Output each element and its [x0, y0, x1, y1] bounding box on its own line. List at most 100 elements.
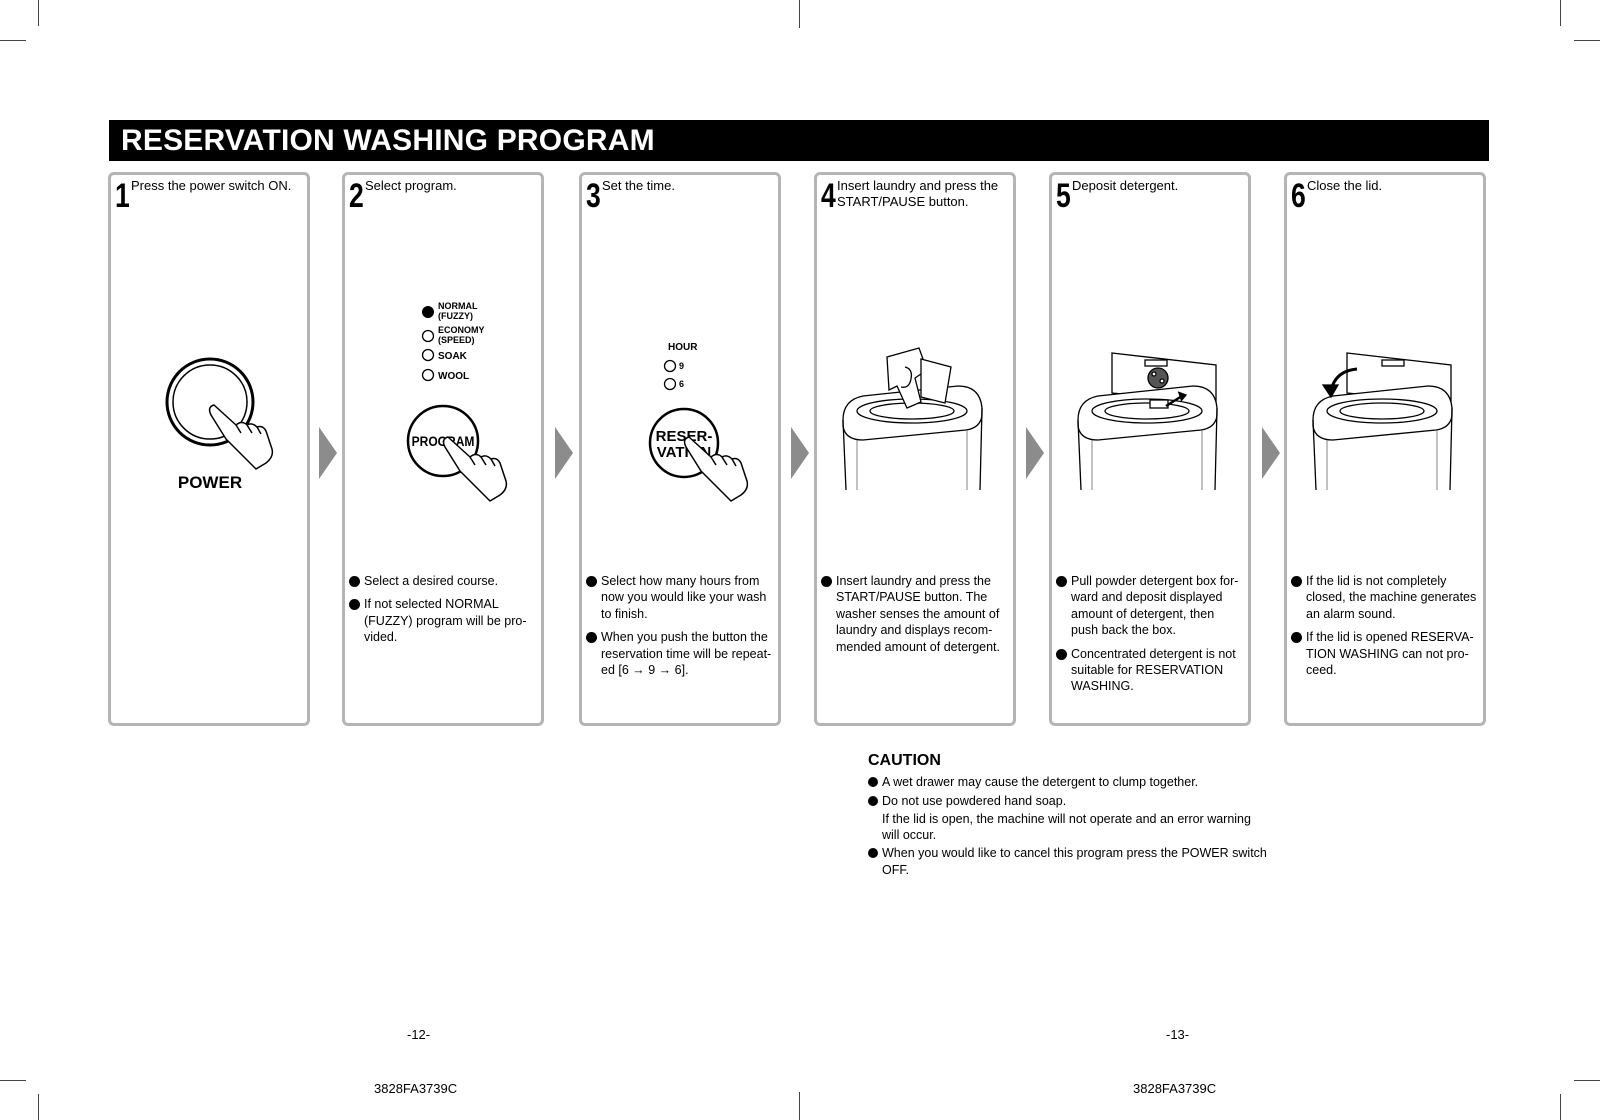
bullet-item: Pull powder detergent box for-ward and d…	[1056, 573, 1242, 639]
hour-6-label: 6	[679, 379, 684, 389]
bullet-text: If not selected NORMAL (FUZZY) program w…	[364, 597, 527, 645]
crop-mark	[38, 0, 39, 26]
step-panel-3: 3 Set the time. HOUR 9 6 RESER- VATION S…	[579, 172, 781, 726]
bullet-text: Select a desired course.	[364, 574, 499, 588]
bullet-item: Select a desired course.	[349, 573, 535, 589]
program-wool-label: WOOL	[438, 371, 469, 382]
caution-section: CAUTION A wet drawer may cause the deter…	[868, 752, 1268, 880]
bullet-icon	[1056, 648, 1067, 660]
crop-mark	[38, 1094, 39, 1120]
step-instruction: Insert laundry and press the START/PAUSE…	[837, 178, 999, 209]
crop-mark	[1560, 0, 1561, 26]
caution-list: A wet drawer may cause the detergent to …	[868, 774, 1268, 809]
crop-mark	[799, 1092, 800, 1120]
curved-arrow-icon	[1321, 367, 1358, 399]
caution-text: Do not use powdered hand soap.	[882, 793, 1067, 808]
hand-pointer-icon	[683, 436, 749, 502]
step-panel-5: 5 Deposit detergent. Pull powder deterge…	[1049, 172, 1251, 726]
bullet-item: Select how many hours from now you would…	[586, 573, 772, 622]
washing-machine-icon	[1312, 352, 1453, 491]
page-number-left: -12-	[407, 1027, 431, 1042]
washing-machine-icon	[842, 347, 983, 491]
step-instruction: Close the lid.	[1307, 178, 1383, 193]
program-soak-label: SOAK	[438, 351, 468, 362]
laundry-icon	[886, 347, 952, 409]
crop-mark	[1560, 1094, 1561, 1120]
step-panel-4: 4 Insert laundry and press the START/PAU…	[814, 172, 1016, 726]
indicator-9-icon	[663, 359, 677, 373]
hour-9-label: 9	[679, 361, 684, 371]
caution-item: When you would like to cancel this progr…	[868, 845, 1268, 878]
power-label: POWER	[178, 473, 242, 492]
bullet-text: Concentrated detergent is not suitable f…	[1071, 646, 1236, 694]
right-arrow-icon	[555, 427, 573, 479]
bullet-text: When you push the button the reservation…	[601, 630, 772, 678]
crop-mark	[799, 0, 800, 28]
caution-subtext: If the lid is open, the machine will not…	[882, 812, 1251, 842]
caution-text: A wet drawer may cause the detergent to …	[882, 775, 1199, 789]
caution-text: When you would like to cancel this progr…	[882, 846, 1267, 877]
step-bullets: Select a desired course. If not selected…	[349, 573, 535, 653]
bullet-icon	[586, 632, 597, 644]
bullet-item: When you push the button the reservation…	[586, 629, 772, 678]
step-panel-6: 6 Close the lid. If the lid is not compl…	[1284, 172, 1486, 726]
caution-item: Do not use powdered hand soap.	[868, 793, 1268, 810]
bullet-icon	[586, 576, 597, 587]
bullet-icon	[868, 777, 878, 787]
bullet-item: Insert laundry and press the START/PAUSE…	[821, 573, 1007, 655]
program-fuzzy-label: (FUZZY)	[438, 311, 473, 321]
program-economy-label: ECONOMY	[438, 325, 485, 335]
bullet-icon	[1291, 632, 1302, 644]
page-title: RESERVATION WASHING PROGRAM	[109, 120, 1489, 161]
bullet-icon	[868, 795, 878, 806]
bullet-text: Select how many hours from now you would…	[601, 574, 767, 621]
crop-mark	[1574, 1080, 1600, 1081]
page-number-right: -13-	[1166, 1027, 1190, 1042]
indicator-soak-icon	[421, 348, 435, 362]
indicator-6-icon	[663, 377, 677, 391]
step-bullets: Insert laundry and press the START/PAUSE…	[821, 573, 1007, 662]
right-arrow-icon	[319, 427, 337, 479]
program-normal-label: NORMAL	[438, 301, 478, 311]
step-bullets: Select how many hours from now you would…	[586, 573, 772, 685]
power-button-illustration: POWER	[165, 357, 274, 492]
bullet-icon	[349, 576, 360, 587]
crop-mark	[1574, 40, 1600, 41]
step-instruction: Deposit detergent.	[1072, 178, 1179, 193]
hand-pointer-icon	[442, 436, 508, 502]
washing-machine-icon	[1077, 352, 1218, 491]
step-bullets: Pull powder detergent box for-ward and d…	[1056, 573, 1242, 702]
right-arrow-icon	[1026, 427, 1044, 479]
indicator-wool-icon	[421, 368, 435, 382]
step-instruction: Set the time.	[602, 178, 675, 193]
reservation-button-label-1: RESER-	[656, 428, 713, 445]
caution-list: When you would like to cancel this progr…	[868, 845, 1268, 878]
detergent-icon	[1147, 367, 1188, 409]
bullet-text: Pull powder detergent box for-ward and d…	[1071, 574, 1239, 638]
step-instruction: Press the power switch ON.	[131, 178, 292, 193]
bullet-item: If the lid is opened RESERVA-TION WASHIN…	[1291, 629, 1477, 678]
caution-item: A wet drawer may cause the detergent to …	[868, 774, 1268, 791]
step-bullets: If the lid is not completely closed, the…	[1291, 573, 1477, 685]
bullet-text: If the lid is not completely closed, the…	[1306, 574, 1477, 621]
doc-code-right: 3828FA3739C	[1133, 1081, 1217, 1096]
step-number: 6	[1291, 177, 1306, 215]
step-number: 3	[586, 177, 601, 215]
program-speed-label: (SPEED)	[438, 335, 475, 345]
crop-mark	[0, 1080, 26, 1081]
caution-heading: CAUTION	[868, 752, 941, 769]
right-arrow-icon	[1262, 427, 1280, 479]
step-panel-2: 2 Select program. NORMAL (FUZZY) ECONOMY…	[342, 172, 544, 726]
indicator-economy-icon	[421, 329, 435, 343]
bullet-text: If the lid is opened RESERVA-TION WASHIN…	[1306, 630, 1474, 678]
bullet-icon	[1291, 576, 1302, 587]
step-instruction: Select program.	[365, 178, 457, 193]
right-arrow-icon	[791, 427, 809, 479]
bullet-icon	[1056, 576, 1067, 587]
bullet-text: Insert laundry and press the START/PAUSE…	[836, 574, 1001, 654]
bullet-icon	[349, 599, 360, 611]
crop-mark	[0, 40, 26, 41]
step-number: 1	[115, 177, 130, 215]
bullet-item: If the lid is not completely closed, the…	[1291, 573, 1477, 622]
step-panel-1: 1 Press the power switch ON. POWER	[108, 172, 310, 726]
